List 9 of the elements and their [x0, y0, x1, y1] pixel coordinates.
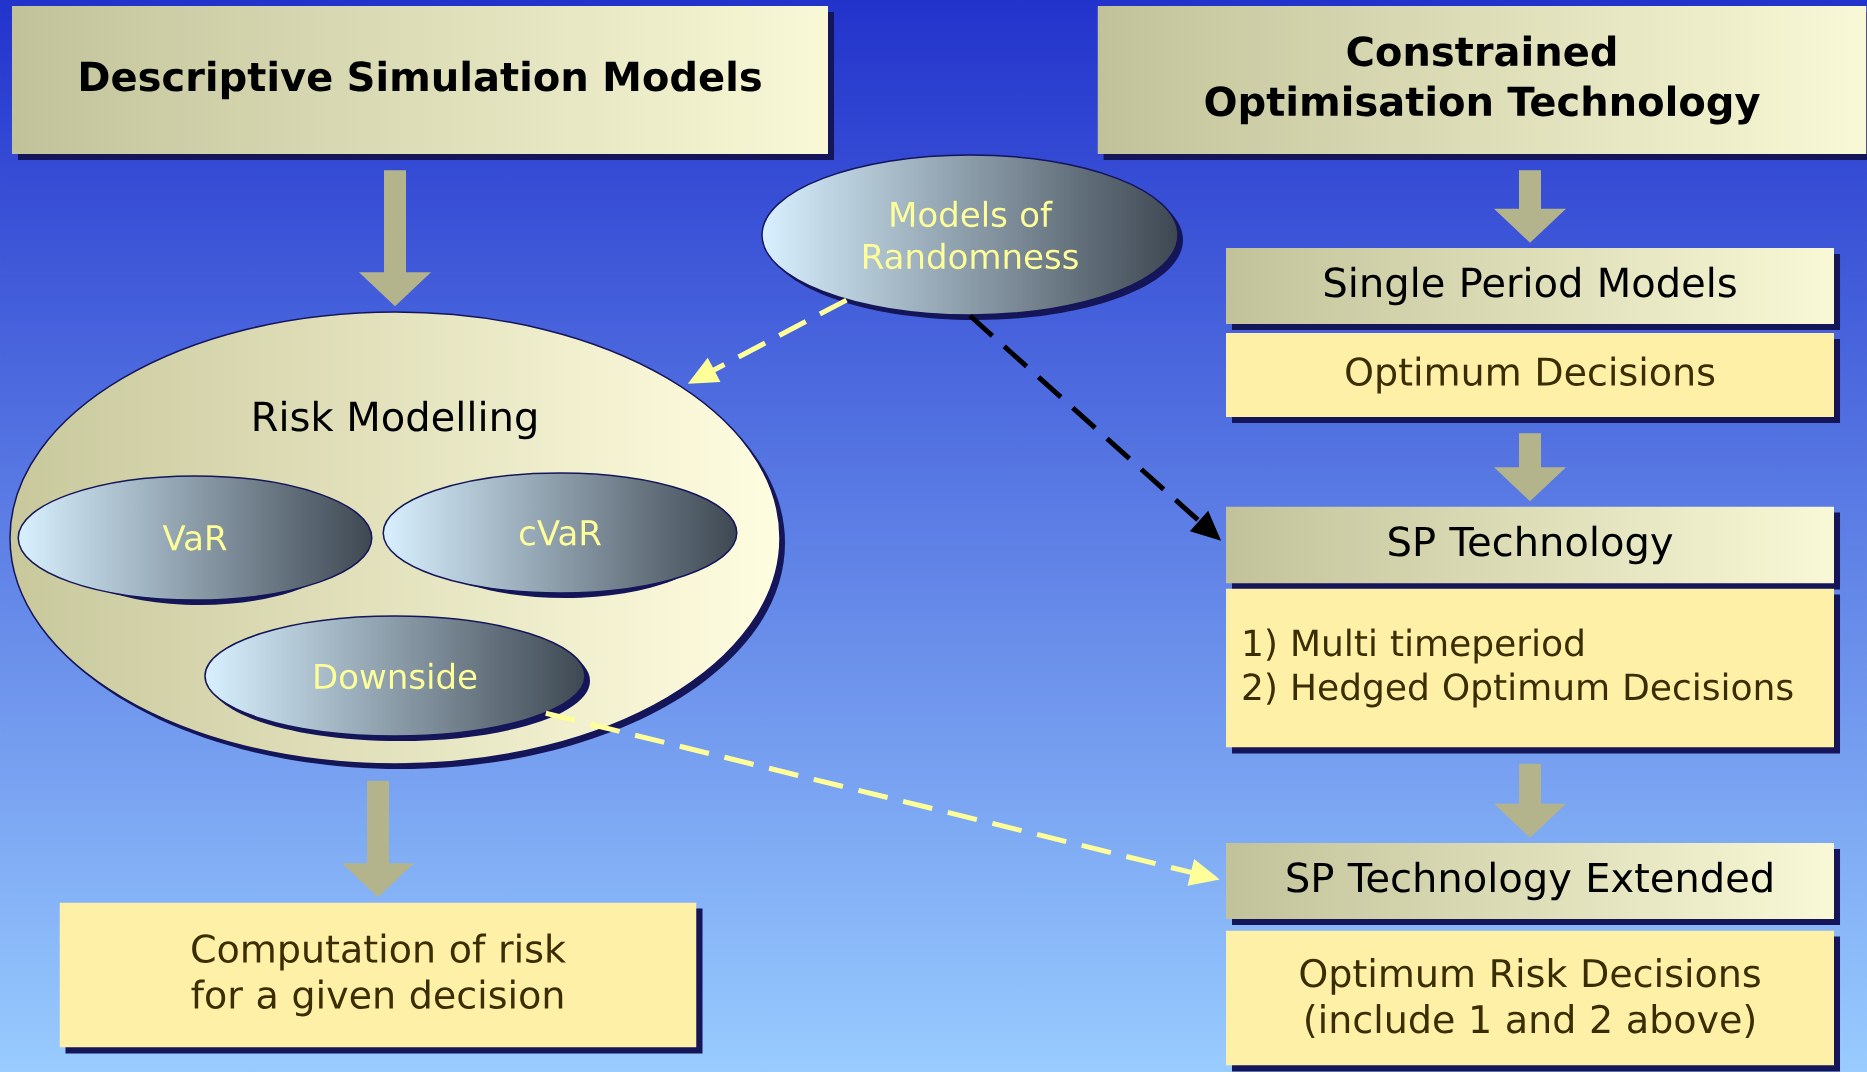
result-box: Optimum Risk Decisions (include 1 and 2 above): [1226, 930, 1840, 1072]
result-box: Optimum Decisions: [1226, 333, 1840, 423]
result-box: Computation of risk for a given decision: [59, 902, 703, 1054]
heading-box: SP Technology: [1226, 506, 1840, 590]
heading-box: Descriptive Simulation Models: [12, 6, 834, 160]
heading-box: Single Period Models: [1226, 248, 1840, 330]
heading-box: SP Technology Extended: [1226, 843, 1840, 925]
heading-box: Constrained Optimisation Technology: [1097, 6, 1867, 160]
result-box: 1) Multi timeperiod 2) Hedged Optimum Decisions: [1226, 588, 1840, 754]
